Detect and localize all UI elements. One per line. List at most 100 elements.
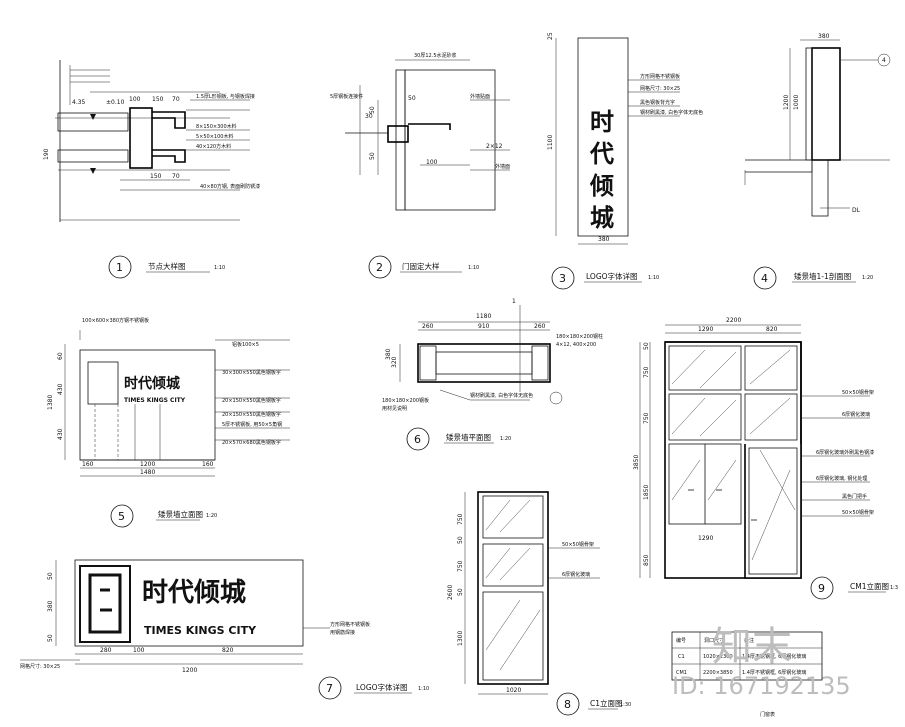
d6-dim-320: 320 [391, 356, 398, 368]
d9-note-1: 50×50钢骨架 [842, 389, 874, 396]
door-window-table: 编号 洞口尺寸 备注 C1 1020×2300 1.4厚不锈钢框, 6厚钢化玻璃… [671, 631, 823, 718]
d7-dim-380: 380 [47, 600, 54, 612]
detail-1-marker [108, 255, 132, 279]
d5-dim-160b: 160 [202, 461, 214, 468]
d1-dim-70b: 70 [172, 173, 180, 180]
d1-dim-435: 4.35 [72, 99, 86, 106]
d3-note-2: 网格尺寸: 30×25 [640, 85, 680, 92]
d2-dim-2x12: 2×12 [486, 143, 503, 150]
d4-dim-1200: 1200 [783, 95, 790, 110]
d8-dim-50b: 50 [457, 588, 464, 596]
table-title: 门窗表 [760, 711, 775, 718]
d9-caption: CM1立面图 [850, 581, 889, 591]
d1-dim-100: 100 [129, 96, 141, 103]
d4-dim-dl: DL [852, 207, 861, 214]
d3-char-2: 代 [589, 140, 614, 168]
d4-dim-1000: 1000 [793, 95, 800, 110]
d5-dim-430b: 430 [57, 428, 64, 440]
d6-dim-260a: 260 [422, 323, 434, 330]
d7-dim-280: 280 [100, 647, 112, 654]
d5-note-4: 20×150×550黑色钢板字 [222, 411, 281, 418]
d2-dim-50a: 50 [369, 106, 376, 114]
d6-scale: 1:20 [500, 436, 511, 442]
watermark-id: ID: 167192135 [672, 672, 851, 700]
detail-8-window-c1: 750 50 750 50 1300 2600 1020 50×50钢骨架 6厚… [447, 491, 631, 716]
d8-dim-1020: 1020 [506, 687, 521, 694]
detail-3-marker [551, 266, 575, 290]
d8-scale: 1:30 [620, 702, 631, 708]
d4-ref: 4 [882, 57, 886, 64]
d8-note-1: 50×50钢骨架 [562, 541, 594, 548]
detail-2-door-fix: 30 50 50 50 100 2×12 30厚12.5水泥砂浆 5厚钢板连接件… [330, 52, 510, 279]
d9-note-5: 黑色门把手 [842, 493, 867, 500]
d1-num: 1 [116, 261, 123, 274]
d2-num: 2 [376, 261, 383, 274]
d9-scale: 1:3 [890, 585, 898, 591]
detail-9-door-cm1: 2200 1290 820 50 750 750 3850 1850 1290 … [633, 317, 898, 600]
d1-scale: 1:10 [214, 265, 225, 271]
d2-scale: 1:10 [468, 265, 479, 271]
table-header-3: 备注 [744, 637, 754, 644]
d2-note-5: 外墙面 [495, 163, 510, 170]
d2-caption: 门固定大样 [402, 261, 440, 271]
watermark-brand: 知末 [712, 624, 792, 670]
detail-7-logo-horizontal: 时代倾城 TIMES KINGS CITY 50 380 50 280 100 … [20, 559, 429, 700]
d2-note-3: 外墙贴面 [470, 93, 490, 100]
table-row2-id: CM1 [676, 670, 687, 676]
watermark: 知末 ID: 167192135 [672, 624, 851, 700]
d1-dim-150b: 150 [150, 173, 162, 180]
d6-dim-380: 380 [385, 348, 392, 360]
d5-note-5: 5厚不锈钢板, 用50×5角钢 [222, 421, 282, 428]
d9-dim-850: 850 [643, 554, 650, 566]
d2-dim-30: 30 [365, 113, 373, 120]
d6-num: 6 [414, 433, 421, 446]
d8-note-2: 6厚钢化玻璃 [562, 571, 590, 578]
d8-dim-750b: 750 [457, 560, 464, 572]
table-header-2: 洞口尺寸 [704, 637, 724, 644]
d7-note-3: 网格尺寸: 30×25 [20, 663, 60, 670]
d8-dim-1300: 1300 [457, 631, 464, 646]
table-row2-note: 1.4厚不锈钢框, 6厚钢化玻璃 [742, 669, 806, 676]
d5-dim-160a: 160 [82, 461, 94, 468]
d5-note-2: 30×300×550黑色钢板字 [222, 369, 281, 376]
d6-dim-col: 180×180×200钢柱 [556, 333, 603, 340]
d3-dim-1100: 1100 [547, 135, 554, 150]
d5-scale: 1:20 [206, 513, 217, 519]
detail-1-node: 100 150 70 150 70 190 4.35 ±0.10 1.5厚L形钢… [43, 60, 260, 279]
table-row1-note: 1.4厚不锈钢框, 6厚钢化玻璃 [742, 653, 806, 660]
d3-caption: LOGO字体详图 [586, 271, 638, 281]
d9-dim-750b: 750 [643, 412, 650, 424]
d9-dim-1290: 1290 [698, 326, 713, 333]
d3-dim-25a: 25 [547, 32, 554, 40]
d8-num: 8 [564, 698, 571, 711]
d6-note-3: 用材见说明 [382, 405, 407, 412]
d7-logo-en: TIMES KINGS CITY [144, 624, 257, 637]
d1-note-1: 1.5厚L形钢板, 与钢板焊接 [196, 93, 255, 100]
d2-dim-50c: 50 [408, 95, 416, 102]
d5-note-6: 20×570×680黑色钢板字 [222, 439, 281, 446]
detail-5-wall-elevation: 时代倾城 TIMES KINGS CITY 100×600×380方钢不锈钢板 … [47, 317, 290, 528]
d6-note-2: 钢材刷黑漆, 白色字体无底色 [470, 392, 533, 399]
d4-num: 4 [761, 272, 768, 285]
d5-dim-top: 100×600×380方钢不锈钢板 [82, 317, 149, 324]
d1-note-3: 5×50×100木料 [196, 133, 233, 140]
d5-note-3: 20×150×550黑色钢板字 [222, 397, 281, 404]
d9-dim-1290b: 1290 [698, 535, 713, 542]
d7-note-1: 方形网格不锈钢板 [330, 621, 370, 628]
d7-logo-cn: 时代倾城 [142, 578, 246, 608]
detail-4-marker [753, 266, 777, 290]
table-header-1: 编号 [676, 637, 686, 644]
d7-dim-1200: 1200 [182, 667, 197, 674]
d9-dim-50: 50 [643, 342, 650, 350]
detail-6-marker [406, 427, 430, 451]
d3-num: 3 [559, 272, 566, 285]
d3-char-1: 时 [590, 108, 614, 136]
d2-dim-100: 100 [426, 159, 438, 166]
d6-dim-rebar: 4×12, 400×200 [556, 342, 596, 348]
table-row1-size: 1020×2300 [703, 654, 733, 660]
d9-note-2: 6厚钢化玻璃 [842, 411, 870, 418]
d3-char-3: 倾 [589, 172, 614, 200]
d4-caption: 矮景墙1-1剖面图 [794, 271, 851, 281]
d1-note-2: 8×150×300木料 [196, 123, 237, 130]
